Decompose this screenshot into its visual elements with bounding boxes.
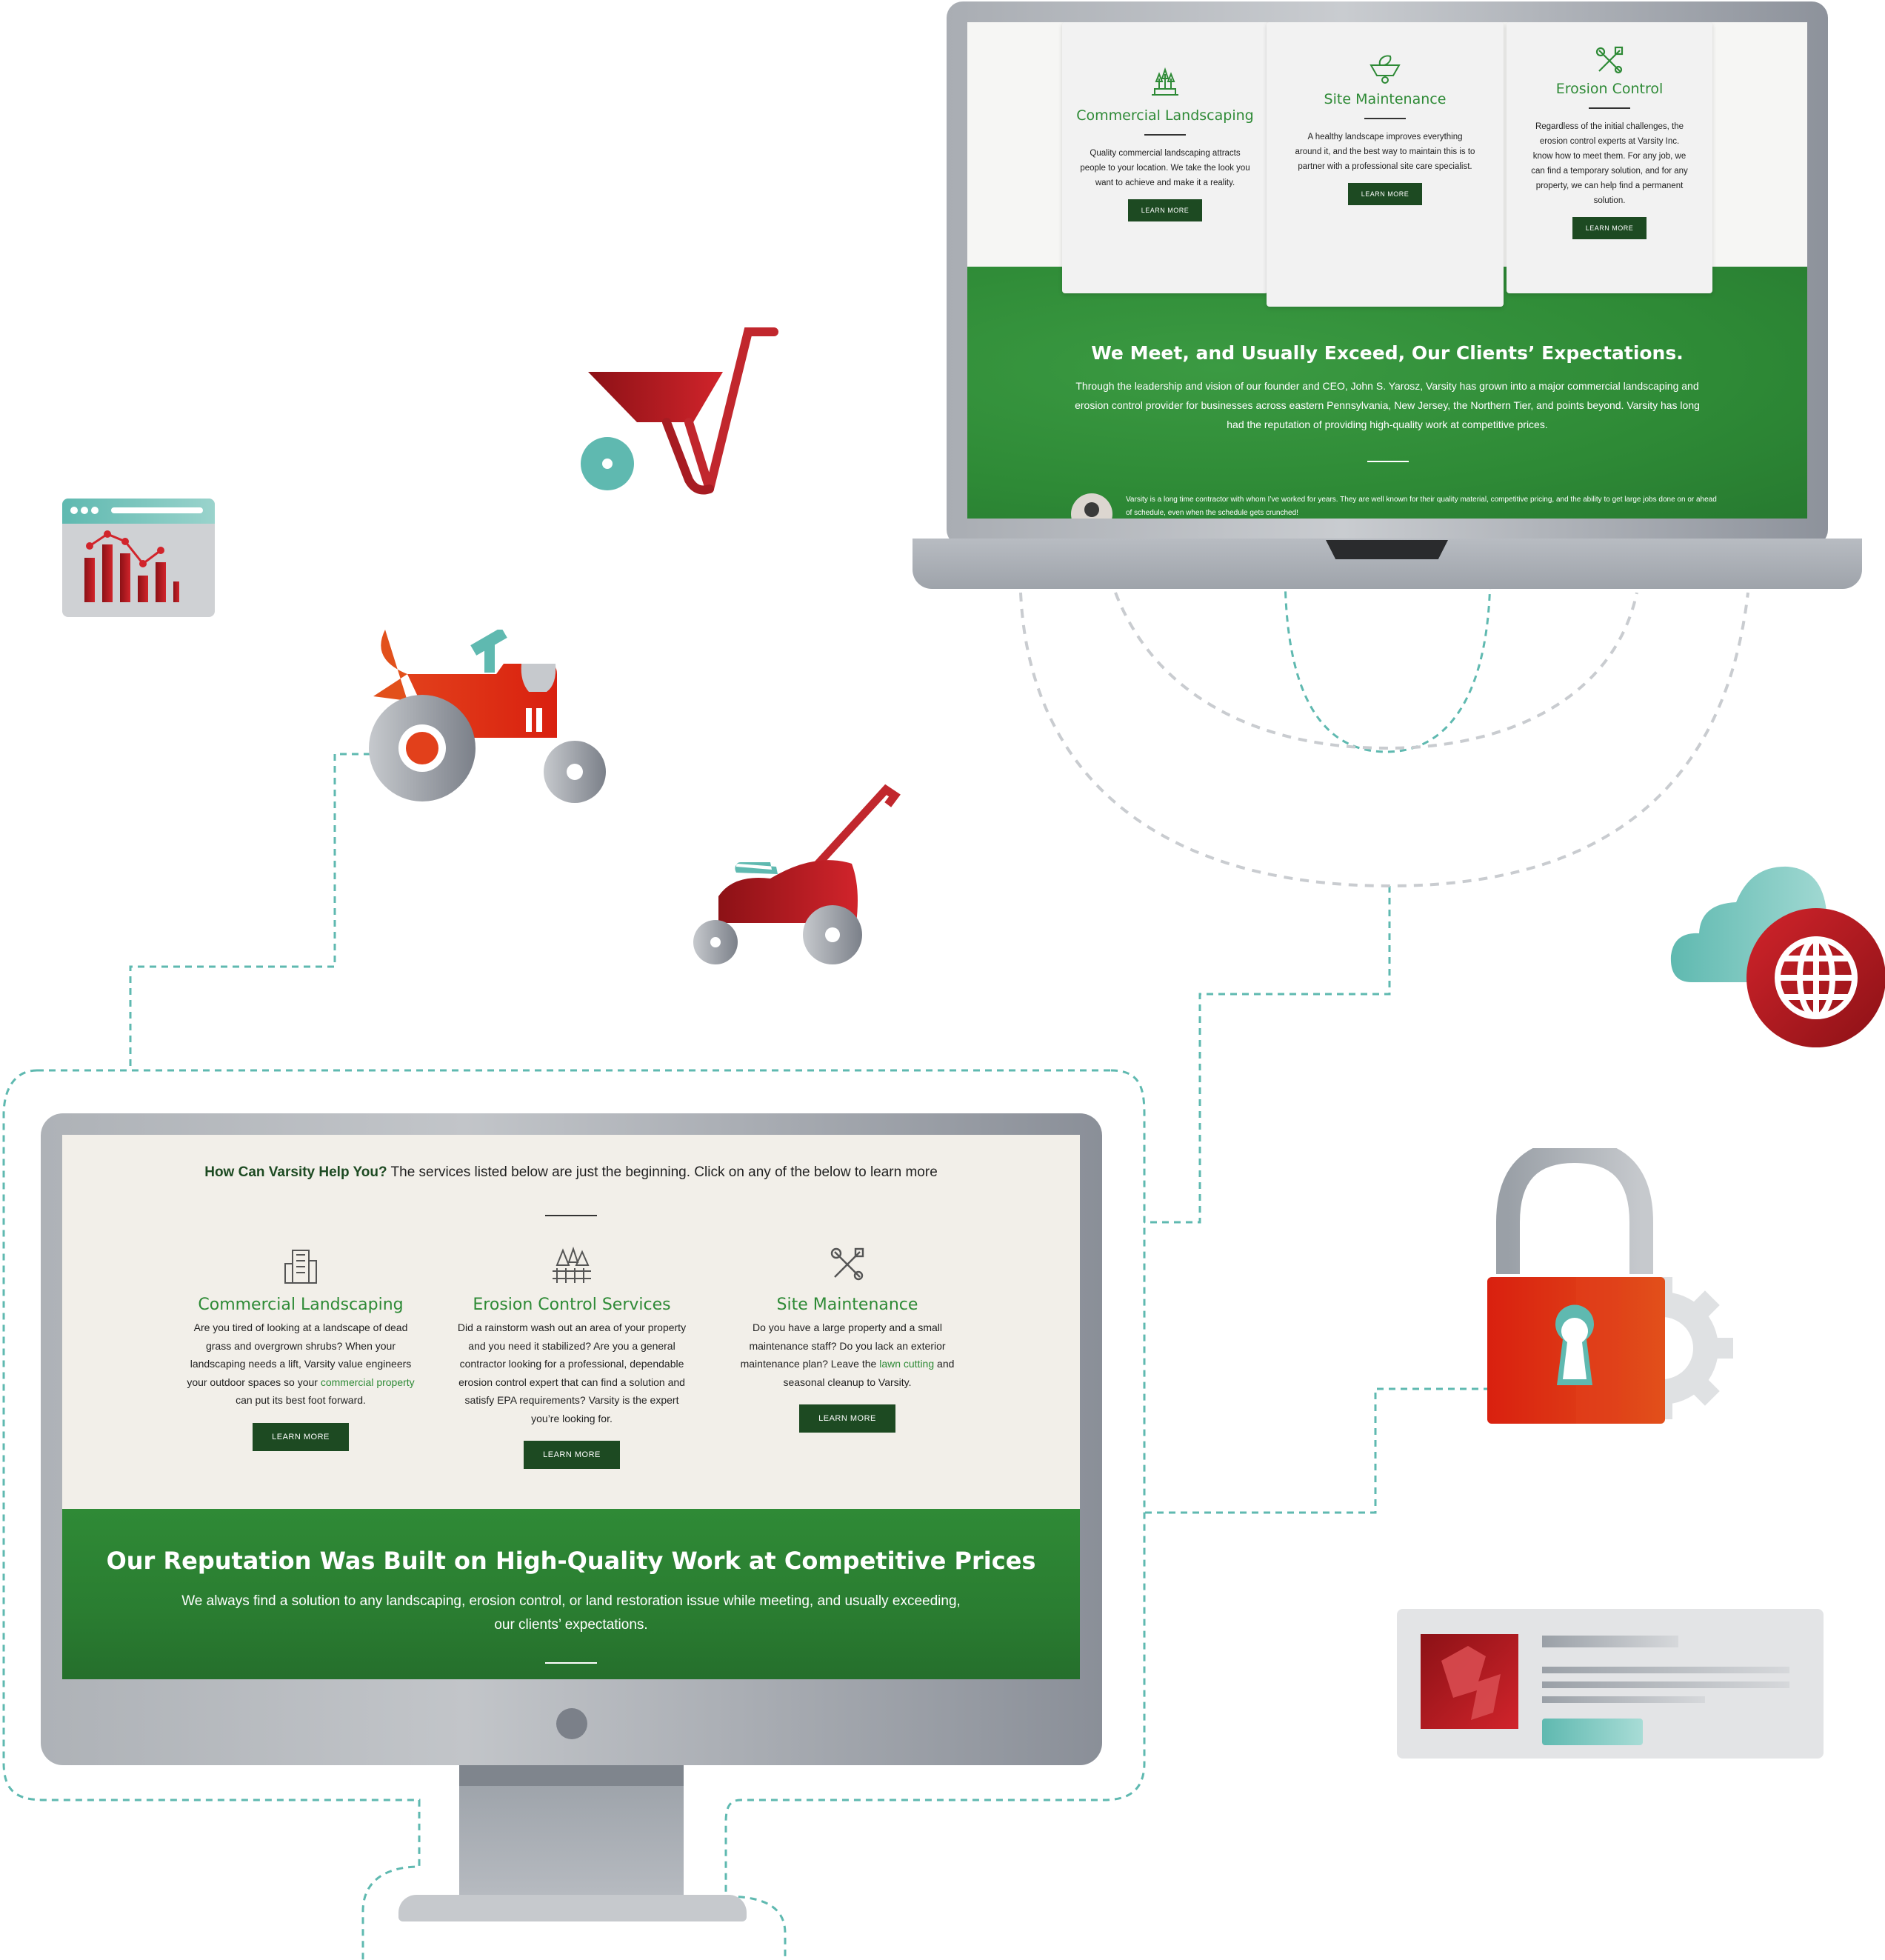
profile-card-icon [1397, 1609, 1824, 1759]
card-title: Site Maintenance [1324, 91, 1447, 107]
card-text: A healthy landscape improves everything … [1295, 133, 1475, 171]
divider [545, 1215, 597, 1216]
lawn-mower-icon [693, 784, 901, 964]
section-paragraph: We always find a solution to any landsca… [181, 1593, 961, 1633]
divider [1364, 118, 1406, 119]
column-text-part: Are you tired of looking at a landscape … [187, 1321, 412, 1388]
column-title: Erosion Control Services [473, 1296, 671, 1314]
monitor-power-button [556, 1708, 587, 1739]
monitor-screen: How Can Varsity Help You? The services l… [62, 1135, 1080, 1679]
section-heading: Our Reputation Was Built on High-Quality… [106, 1547, 1036, 1575]
avatar [1071, 493, 1112, 519]
column-text-part: can put its best foot forward. [236, 1394, 366, 1406]
card-text: Quality commercial landscaping attracts … [1080, 149, 1250, 187]
learn-more-button[interactable]: LEARN MORE [1347, 183, 1423, 205]
column-text: Do you have a large property and a small… [729, 1319, 966, 1391]
chart-window-icon [62, 499, 215, 617]
column-title: Commercial Landscaping [198, 1296, 404, 1314]
card-title: Erosion Control [1555, 81, 1664, 97]
service-column-erosion-control[interactable]: Erosion Control Services Did a rainstorm… [453, 1246, 690, 1469]
column-text-part: Do you have a large property and a small… [740, 1321, 946, 1370]
learn-more-button[interactable]: LEARN MORE [524, 1441, 620, 1469]
tractor-icon [369, 630, 606, 803]
building-icon [284, 1250, 317, 1284]
service-card-commercial-landscaping[interactable]: Commercial Landscaping Quality commercia… [1062, 22, 1268, 293]
learn-more-button[interactable]: LEARN MORE [1572, 217, 1647, 239]
lawn-cutting-link[interactable]: lawn cutting [879, 1358, 935, 1370]
column-text: Did a rainstorm wash out an area of your… [457, 1321, 687, 1424]
learn-more-button[interactable]: LEARN MORE [799, 1404, 895, 1433]
tools-icon [830, 1247, 864, 1281]
column-text-part: and seasonal cleanup to Varsity. [783, 1358, 955, 1388]
laptop-green-section [967, 267, 1807, 519]
intro-rest-text: The services listed below are just the b… [387, 1164, 938, 1180]
divider [1367, 461, 1409, 462]
card-text: Regardless of the initial challenges, th… [1531, 122, 1688, 205]
service-column-site-maintenance[interactable]: Site Maintenance Do you have a large pro… [729, 1246, 966, 1433]
section-paragraph: Through the leadership and vision of our… [1075, 380, 1700, 430]
divider [1144, 134, 1186, 136]
service-card-erosion-control[interactable]: Erosion Control Regardless of the initia… [1507, 22, 1712, 293]
service-card-site-maintenance[interactable]: Site Maintenance A healthy landscape imp… [1267, 22, 1504, 307]
cloud-globe-icon [1670, 866, 1885, 1047]
landscaping-icon [1152, 67, 1178, 96]
monitor-stand-shadow [459, 1765, 684, 1786]
learn-more-button[interactable]: LEARN MORE [1127, 199, 1203, 221]
testimonial-text: Varsity is a long time contractor with w… [1126, 496, 1717, 517]
laptop-notch [1326, 540, 1448, 559]
intro-text: How Can Varsity Help You? The services l… [62, 1164, 1080, 1181]
laptop-screen: Commercial Landscaping Quality commercia… [967, 22, 1807, 519]
tools-icon [1595, 46, 1624, 74]
commercial-property-link[interactable]: commercial property [320, 1376, 415, 1388]
divider [1589, 107, 1630, 109]
column-text: Are you tired of looking at a landscape … [182, 1319, 419, 1410]
section-heading: We Meet, and Usually Exceed, Our Clients… [1091, 342, 1684, 364]
monitor-green-section [62, 1509, 1080, 1679]
divider [545, 1662, 597, 1664]
monitor-stand-neck [459, 1765, 684, 1895]
wheelbarrow-leaf-icon [1369, 55, 1401, 84]
monitor-stand-foot [398, 1895, 747, 1921]
card-title: Commercial Landscaping [1076, 107, 1254, 124]
wheelbarrow-icon [581, 327, 778, 495]
column-title: Site Maintenance [776, 1296, 918, 1314]
intro-bold-text: How Can Varsity Help You? [204, 1164, 387, 1180]
trees-fence-icon [553, 1246, 591, 1283]
padlock-gear-icon [1487, 1148, 1733, 1424]
service-column-commercial-landscaping[interactable]: Commercial Landscaping Are you tired of … [182, 1246, 419, 1451]
learn-more-button[interactable]: LEARN MORE [253, 1422, 349, 1451]
